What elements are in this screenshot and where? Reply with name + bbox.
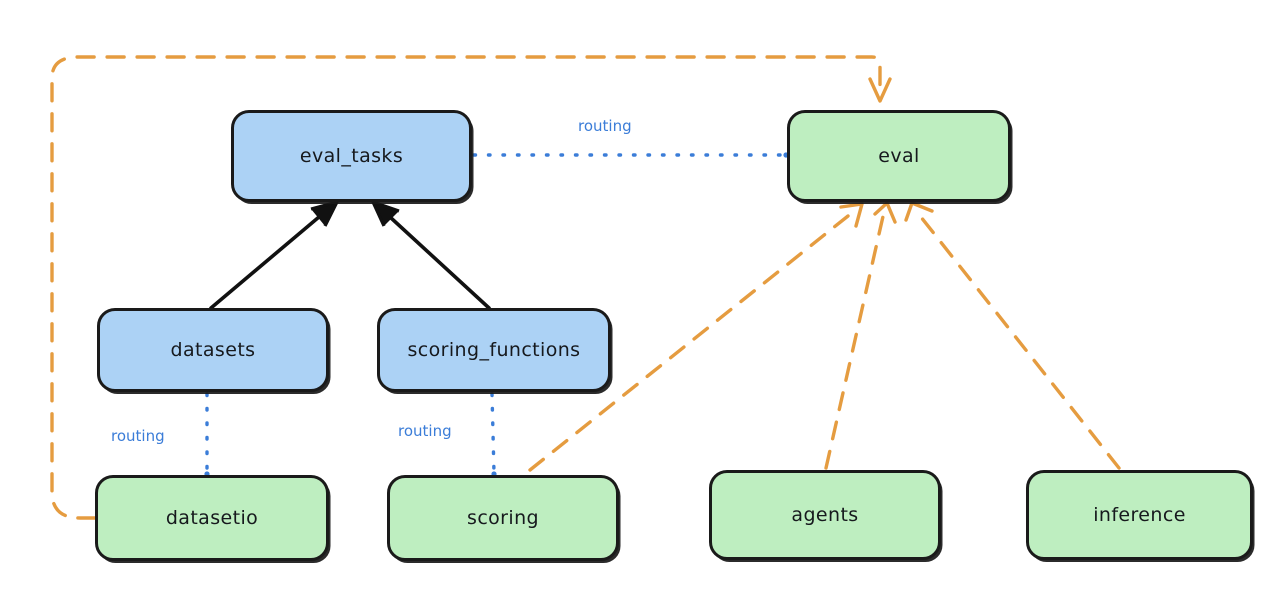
node-eval-label: eval [878,145,920,167]
edge-agents-to-eval [824,201,897,470]
node-agents-label: agents [791,504,859,526]
node-datasets[interactable]: datasets [97,308,329,392]
node-eval[interactable]: eval [787,110,1011,202]
node-eval-tasks-label: eval_tasks [299,145,404,167]
edge-scoring-functions-to-eval-tasks [371,200,491,310]
node-datasetio[interactable]: datasetio [95,475,329,561]
node-scoring-functions[interactable]: scoring_functions [377,308,611,392]
node-datasets-label: datasets [170,339,256,361]
edge-scoring-functions-to-scoring-routing [490,392,497,477]
node-scoring[interactable]: scoring [387,475,619,561]
node-scoring-label: scoring [467,507,539,529]
node-scoring-functions-label: scoring_functions [407,339,581,361]
node-datasetio-label: datasetio [165,507,259,529]
edge-inference-to-eval [904,201,1121,470]
edge-datasets-to-eval-tasks [209,200,339,310]
node-agents[interactable]: agents [709,470,941,560]
node-eval-tasks[interactable]: eval_tasks [231,110,472,202]
edge-label-routing-datasets: routing [111,427,165,445]
edge-label-routing-eval-tasks: routing [578,117,632,135]
edge-eval-tasks-to-eval-routing [472,152,789,158]
edge-datasets-to-datasetio-routing [204,392,210,477]
node-inference[interactable]: inference [1026,470,1253,560]
edge-label-routing-scoring-functions: routing [398,422,452,440]
node-inference-label: inference [1093,504,1186,526]
